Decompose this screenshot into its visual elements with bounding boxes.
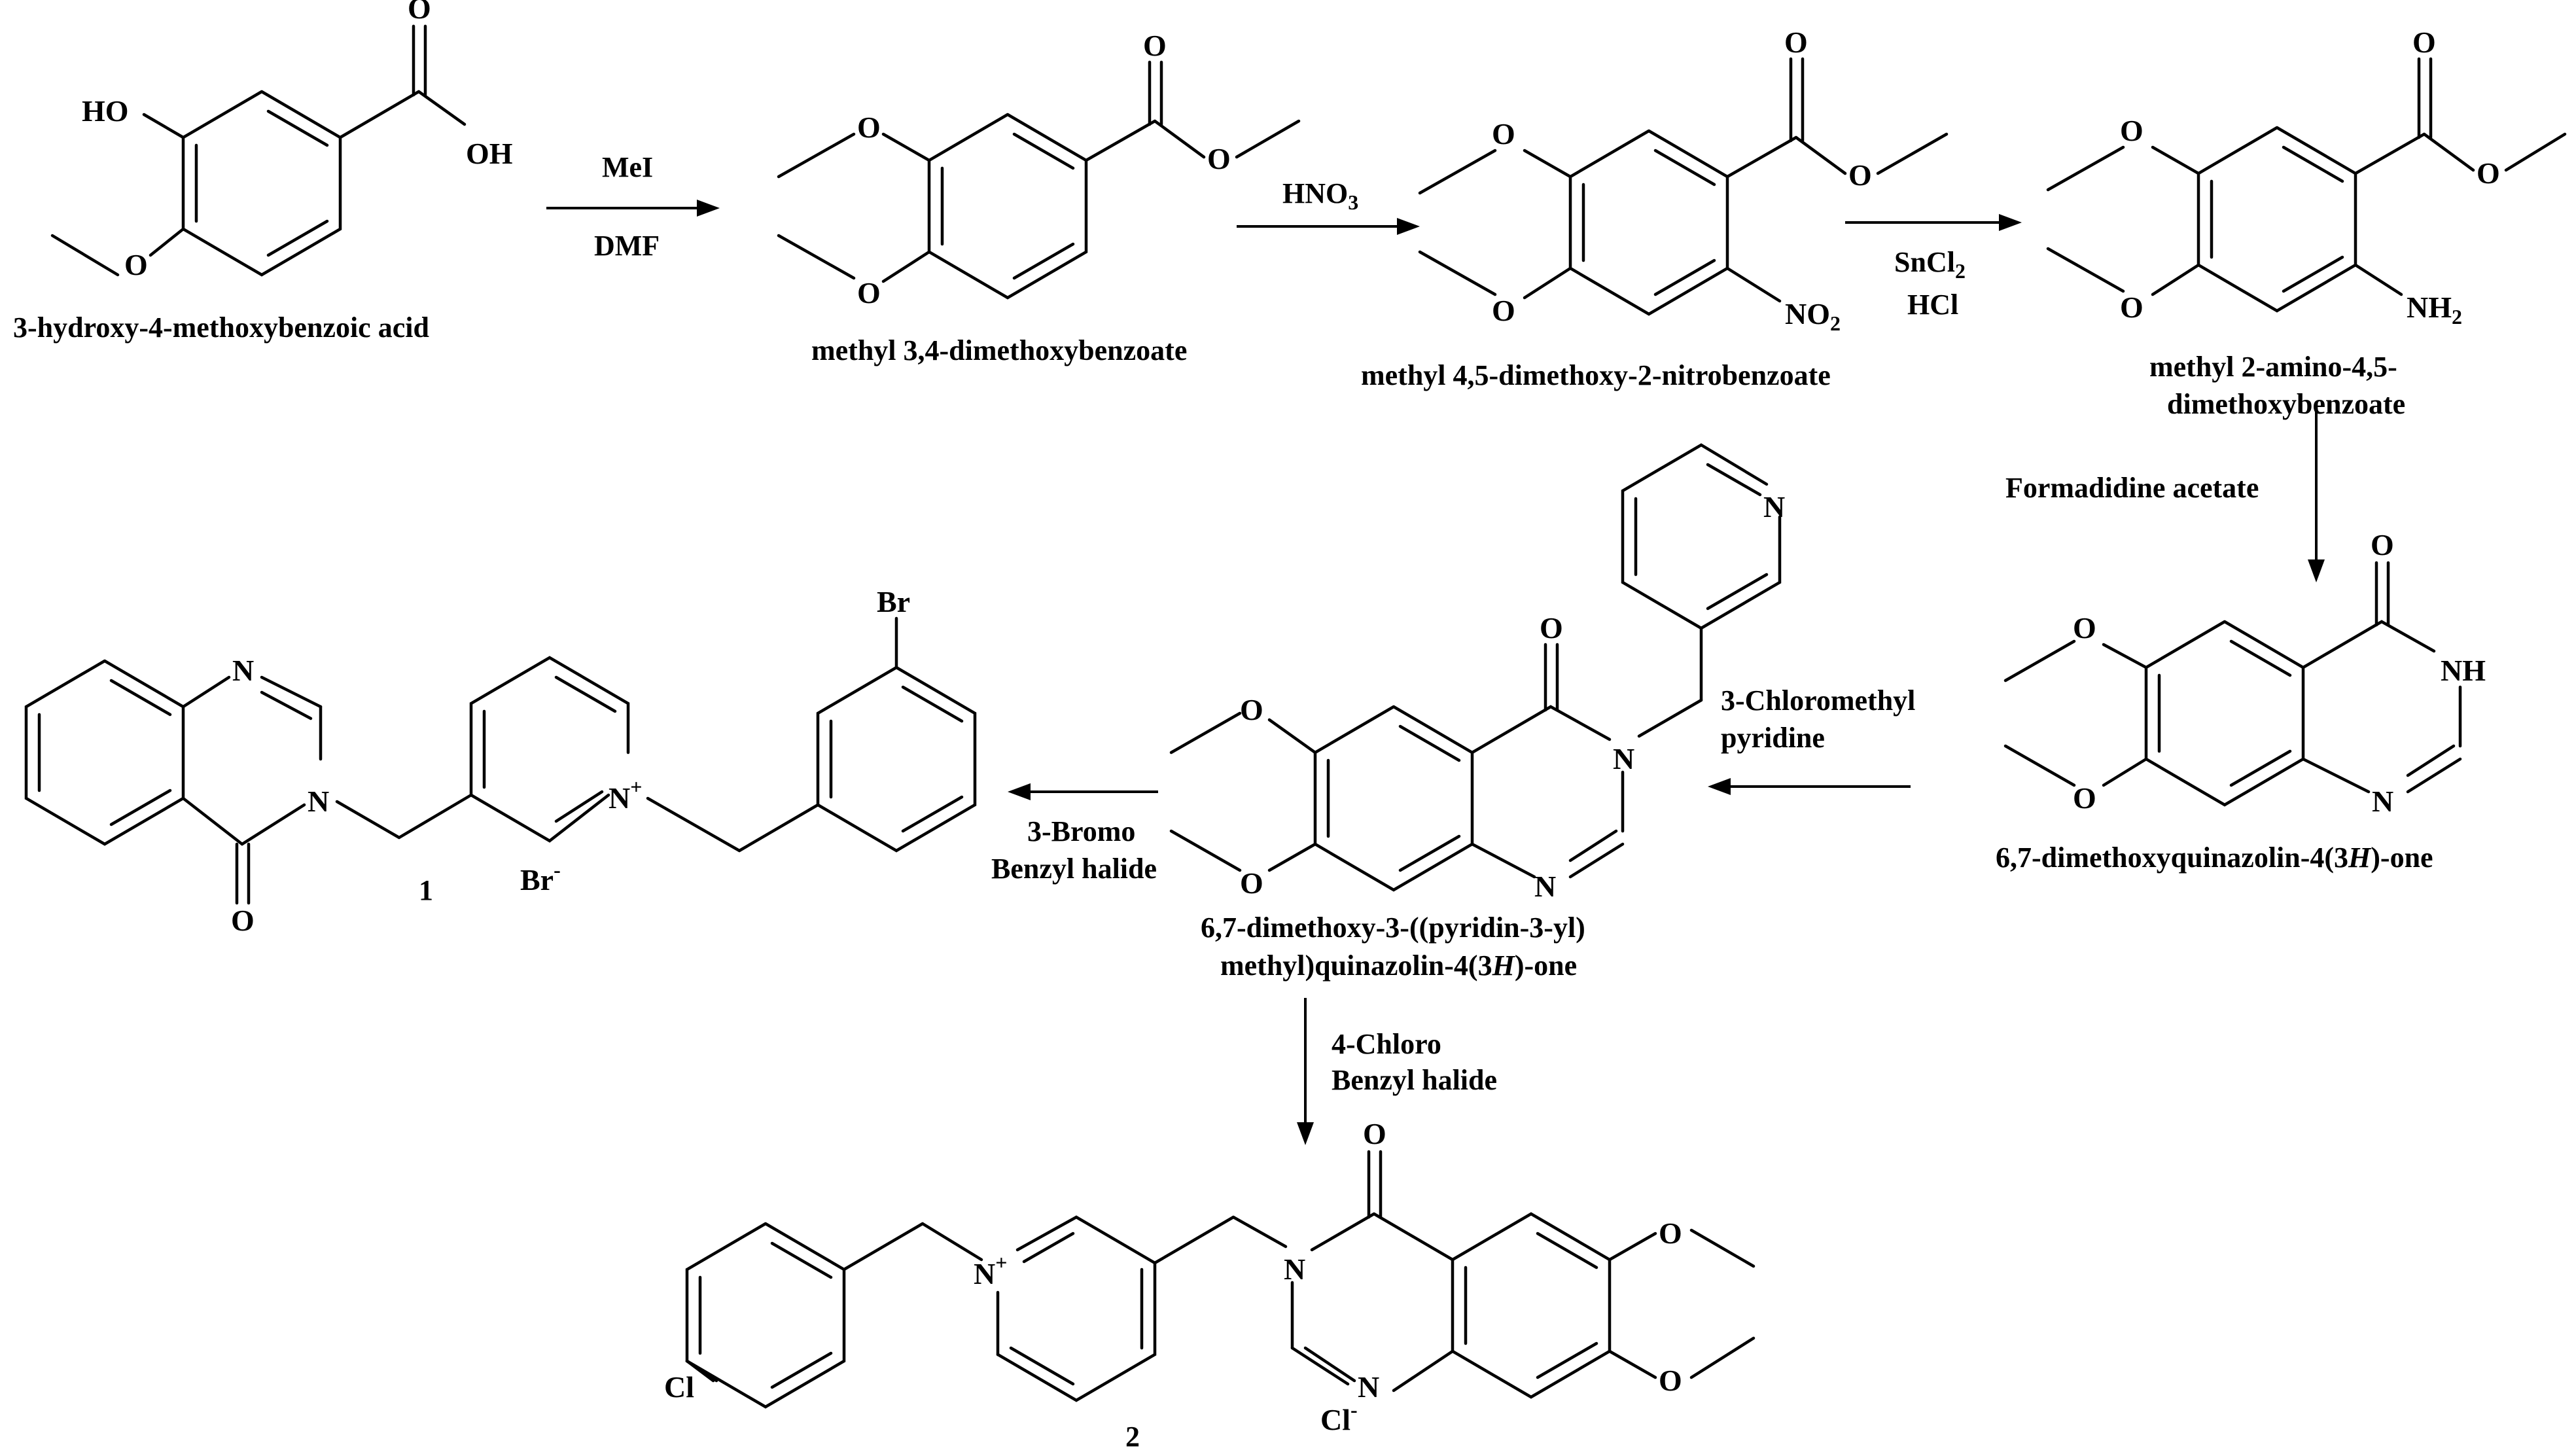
atom-O: O (857, 111, 881, 144)
compound-c4-name-line2: dimethoxybenzoate (2167, 388, 2405, 420)
atom-O: O (2412, 26, 2436, 59)
atom-O: O (1848, 158, 1872, 192)
atom-O: O (1659, 1364, 1682, 1397)
product-1-number: 1 (419, 874, 433, 906)
arrowhead-7 (1297, 1122, 1314, 1145)
atom-O: O (2073, 611, 2096, 645)
atom-O: O (2120, 291, 2144, 324)
atom-O: O (1207, 142, 1231, 175)
atom-N: N (1358, 1370, 1379, 1404)
reagent-r3-bottom2: HCl (1907, 289, 1958, 321)
reagent-r1-bottom: DMF (594, 230, 660, 262)
compound-c4-name-line1: methyl 2-amino-4,5- (2149, 351, 2397, 383)
atom-O: O (2120, 114, 2144, 147)
arrowhead-2 (1397, 218, 1420, 235)
reagent-r1-top: MeI (602, 151, 653, 183)
atom-O: O (1784, 26, 1808, 59)
atom-Br: Br (877, 585, 910, 618)
compound-c4-structure (2046, 57, 2567, 313)
compound-c3-name: methyl 4,5-dimethoxy-2-nitrobenzoate (1361, 359, 1831, 391)
atom-O: O (1540, 611, 1563, 645)
compound-c1-structure (50, 24, 467, 277)
atom-N-plus: N+ (609, 775, 642, 815)
arrowhead-6 (1008, 783, 1031, 800)
atom-O: O (857, 276, 881, 310)
atom-N: N (1763, 490, 1785, 523)
compound-c6-name-line2: methyl)quinazolin-4(3H)-one (1220, 949, 1577, 982)
atom-O: O (1240, 693, 1263, 726)
product-2-structure (685, 1150, 1756, 1409)
atom-O: O (1363, 1117, 1386, 1150)
reagent-r5-line2: pyridine (1721, 722, 1825, 754)
atom-O: O (408, 0, 431, 25)
reagent-r6-line1: 3-Bromo (1027, 815, 1135, 847)
product-1-structure (24, 616, 977, 905)
reagent-r7-line2: Benzyl halide (1332, 1064, 1497, 1096)
atom-NH2: NH2 (2407, 291, 2462, 328)
compound-c5-name: 6,7-dimethoxyquinazolin-4(3H)-one (1996, 842, 2433, 874)
atom-N: N (308, 785, 329, 818)
atom-NH: NH (2441, 654, 2486, 687)
atom-O: O (231, 904, 255, 937)
atom-O: O (2073, 781, 2096, 815)
atom-HO: HO (82, 94, 129, 128)
atom-N: N (1613, 742, 1634, 775)
compound-c2-name: methyl 3,4-dimethoxybenzoate (811, 334, 1187, 366)
product-1-counterion: Br- (520, 858, 561, 896)
atom-O: O (1492, 117, 1515, 151)
product-2-counterion: Cl- (1320, 1398, 1358, 1436)
atom-O: O (2371, 528, 2394, 561)
arrowhead-4 (2308, 559, 2325, 582)
reagent-r2-main: HNO3 (1282, 177, 1358, 214)
atom-O: O (2477, 156, 2500, 190)
atom-O: O (1492, 294, 1515, 327)
atom-N: N (2372, 785, 2393, 818)
reagent-r6-line2: Benzyl halide (991, 853, 1157, 885)
compound-c1-name: 3-hydroxy-4-methoxybenzoic acid (13, 311, 429, 344)
compound-c6-structure (1169, 443, 1782, 892)
compound-c2-structure (777, 60, 1301, 300)
atom-N: N (232, 654, 254, 687)
compound-c3-structure (1418, 57, 1949, 316)
reagent-r7-line1: 4-Chloro (1332, 1028, 1441, 1060)
reagent-r3-bottom1: SnCl2 (1894, 246, 1966, 283)
atom-Cl: Cl (664, 1370, 694, 1404)
arrowhead-3 (1999, 214, 2022, 231)
atom-N-plus: N+ (974, 1250, 1007, 1290)
compound-c5-structure (2003, 561, 2462, 807)
reagent-r5-line1: 3-Chloromethyl (1721, 684, 1915, 717)
atom-O: O (1143, 29, 1167, 62)
compound-c6-name-line1: 6,7-dimethoxy-3-((pyridin-3-yl) (1201, 912, 1585, 944)
arrowhead-1 (697, 200, 720, 217)
reagent-r4-label: Formadidine acetate (2005, 472, 2259, 504)
atom-NO2: NO2 (1785, 297, 1841, 335)
atom-OH: OH (466, 137, 513, 170)
arrowhead-5 (1708, 778, 1731, 795)
atom-O: O (124, 248, 148, 281)
atom-O: O (1240, 866, 1263, 900)
product-2-number: 2 (1125, 1421, 1140, 1453)
atom-O: O (1659, 1216, 1682, 1250)
atom-N: N (1534, 870, 1556, 903)
atom-N: N (1284, 1252, 1305, 1286)
